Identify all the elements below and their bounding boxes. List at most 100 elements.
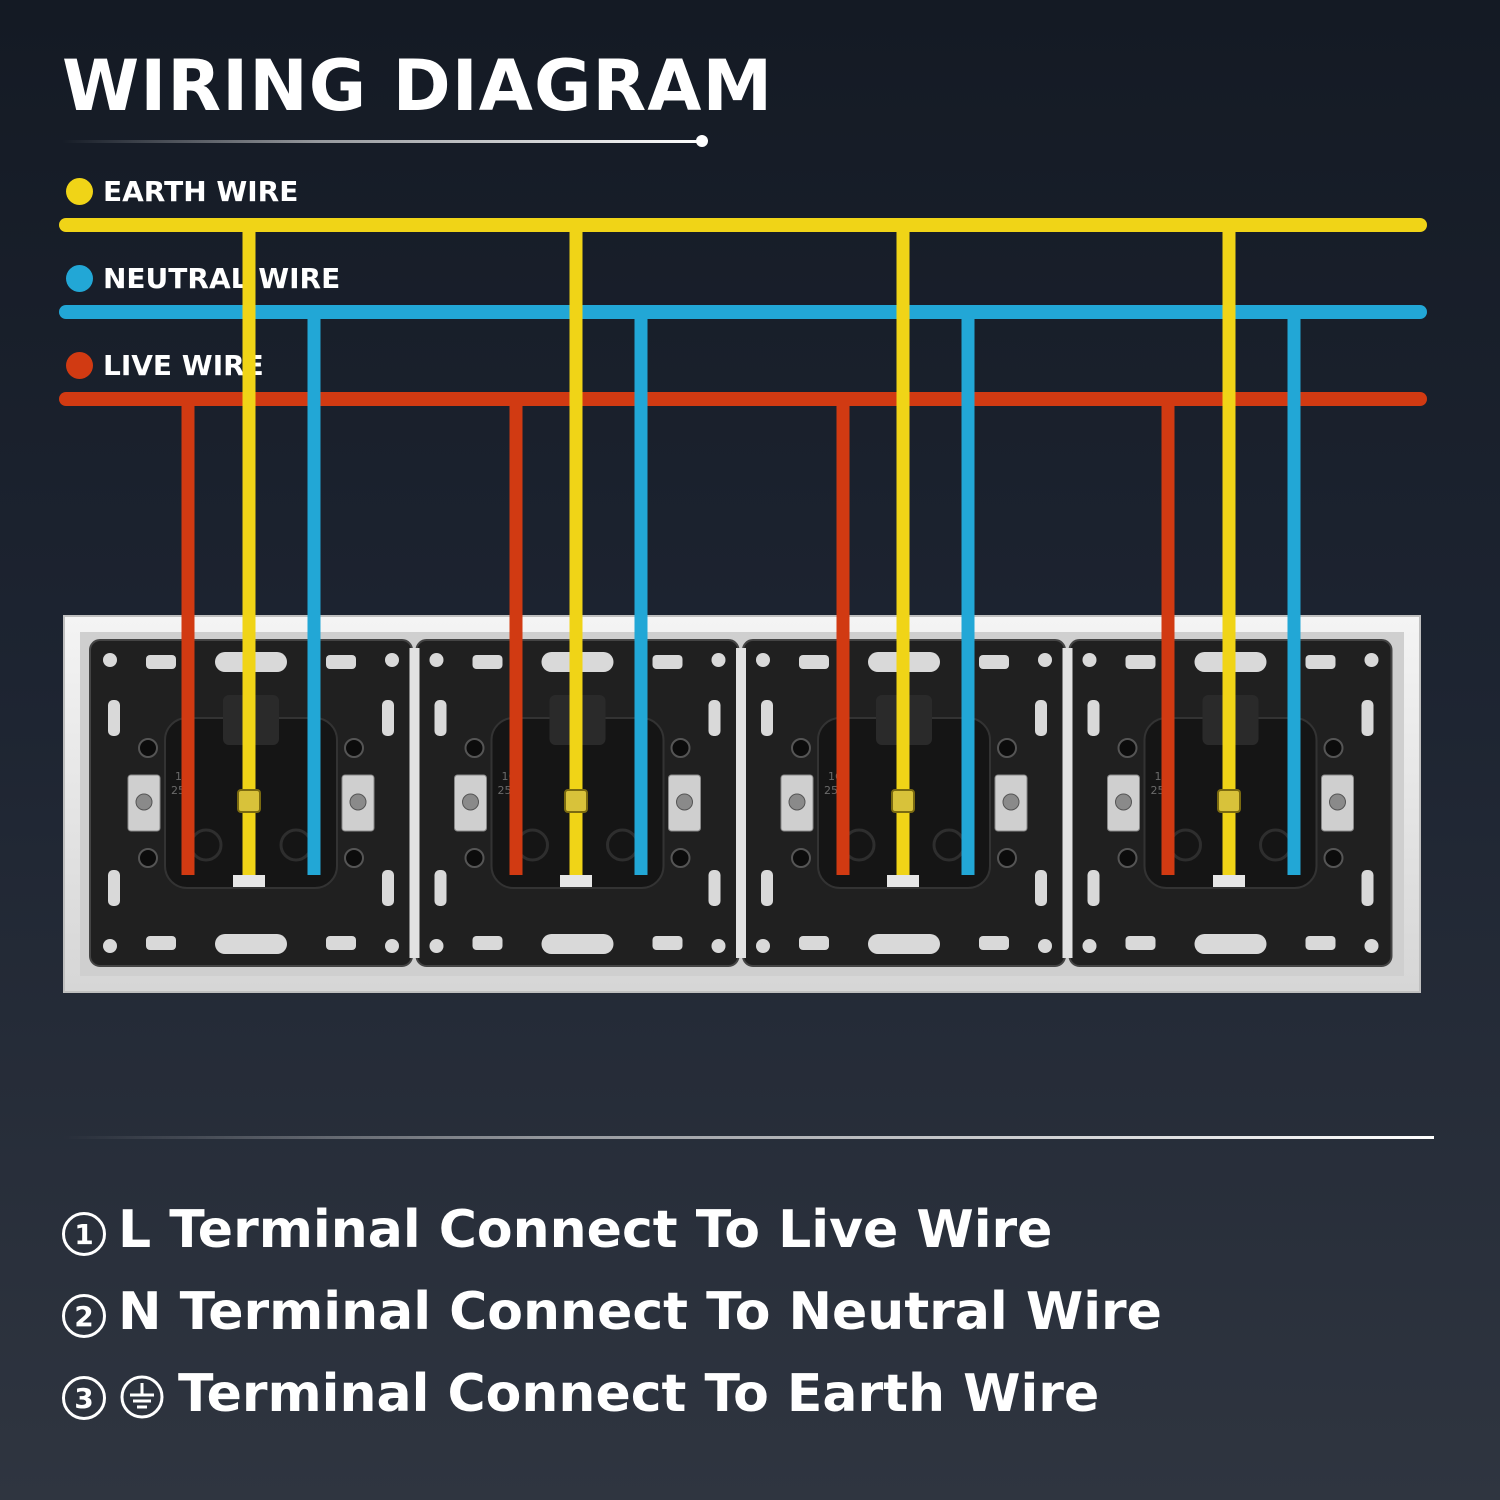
side-slot (382, 870, 394, 906)
mounting-slot (979, 936, 1009, 950)
yellow-dot-icon (66, 177, 93, 205)
terminal-screw-icon (349, 793, 367, 811)
screw-icon (464, 738, 485, 758)
side-slot (1035, 870, 1047, 906)
screw-icon (138, 848, 158, 868)
instruction-earth-text: Terminal Connect To Earth Wire (178, 1364, 1100, 1424)
earth-terminal-tab (560, 875, 592, 887)
side-slot (108, 870, 120, 906)
mounting-hole (429, 653, 444, 667)
mounting-hole (103, 939, 117, 953)
side-slot (1087, 700, 1100, 736)
side-slot (434, 870, 447, 906)
screw-icon (791, 848, 811, 868)
mounting-hole (1364, 653, 1379, 667)
side-slot (1087, 870, 1100, 906)
red-dot-icon (66, 351, 93, 379)
legend-live-label: LIVE WIRE (103, 348, 264, 382)
side-slot (108, 700, 120, 736)
mounting-slot (326, 655, 356, 669)
side-slot (761, 700, 773, 736)
mounting-slot (541, 934, 614, 954)
mounting-hole (711, 653, 726, 667)
mounting-hole (385, 939, 399, 953)
earth-terminal-screw-icon (891, 789, 915, 813)
mounting-hole (429, 939, 444, 953)
earth-ground-icon (120, 1375, 164, 1419)
number-three-icon: 3 (62, 1376, 106, 1420)
side-slot (708, 700, 721, 736)
mounting-hole (1038, 939, 1052, 953)
mounting-hole (1038, 653, 1052, 667)
earth-terminal-screw-icon (1217, 789, 1241, 813)
screw-icon (1323, 848, 1344, 868)
module-separator (1062, 648, 1073, 958)
screw-icon (344, 848, 364, 868)
module-separator (409, 648, 420, 958)
wiring-diagram: 16250162501625016250 (59, 218, 1427, 993)
blue-dot-icon (66, 264, 93, 292)
earth-terminal-tab (233, 875, 265, 887)
mounting-slot (799, 936, 829, 950)
side-slot (1035, 700, 1047, 736)
screw-icon (344, 738, 364, 758)
side-slot (434, 700, 447, 736)
mounting-hole (103, 653, 117, 667)
mounting-hole (711, 939, 726, 953)
terminal-screw-icon (135, 793, 153, 811)
legend-neutral-label: NEUTRAL WIRE (103, 261, 341, 295)
module-separator (736, 648, 746, 958)
mounting-slot (1305, 936, 1336, 950)
mounting-slot (1125, 655, 1156, 669)
side-slot (382, 700, 394, 736)
mounting-slot (1194, 934, 1267, 954)
mounting-slot (1125, 936, 1156, 950)
mounting-hole (1082, 653, 1097, 667)
mounting-slot (652, 655, 683, 669)
mounting-slot (146, 936, 176, 950)
screw-icon (670, 738, 691, 758)
screw-icon (791, 738, 811, 758)
instruction-earth: 3 Terminal Connect To Earth Wire (62, 1364, 1099, 1424)
mounting-hole (1364, 939, 1379, 953)
instruction-live: 1 L Terminal Connect To Live Wire (62, 1200, 1052, 1260)
side-slot (1361, 700, 1374, 736)
mounting-slot (652, 936, 683, 950)
screw-icon (138, 738, 158, 758)
instruction-neutral: 2 N Terminal Connect To Neutral Wire (62, 1282, 1162, 1342)
mounting-slot (799, 655, 829, 669)
side-slot (708, 870, 721, 906)
mounting-slot (979, 655, 1009, 669)
screw-icon (464, 848, 485, 868)
terminal-screw-icon (462, 793, 479, 811)
instruction-live-text: L Terminal Connect To Live Wire (118, 1200, 1053, 1260)
screw-icon (997, 738, 1017, 758)
side-slot (1361, 870, 1374, 906)
mounting-hole (756, 653, 770, 667)
mounting-slot (326, 936, 356, 950)
legend-earth-label: EARTH WIRE (103, 174, 299, 208)
title-underline (62, 140, 702, 143)
mounting-hole (1082, 939, 1097, 953)
screw-icon (1117, 848, 1138, 868)
terminal-screw-icon (788, 793, 806, 811)
mounting-slot (472, 936, 503, 950)
terminal-screw-icon (1115, 793, 1132, 811)
screw-icon (1323, 738, 1344, 758)
earth-terminal-tab (887, 875, 919, 887)
bottom-divider (62, 1136, 1434, 1139)
number-one-icon: 1 (62, 1212, 106, 1256)
terminal-screw-icon (676, 793, 693, 811)
instruction-neutral-text: N Terminal Connect To Neutral Wire (118, 1282, 1162, 1342)
number-two-icon: 2 (62, 1294, 106, 1338)
mounting-hole (385, 653, 399, 667)
mounting-slot (146, 655, 176, 669)
screw-icon (1117, 738, 1138, 758)
mounting-slot (868, 934, 940, 954)
earth-terminal-screw-icon (564, 789, 588, 813)
earth-terminal-screw-icon (237, 789, 261, 813)
mounting-hole (756, 939, 770, 953)
terminal-screw-icon (1329, 793, 1346, 811)
mounting-slot (215, 934, 287, 954)
side-slot (761, 870, 773, 906)
